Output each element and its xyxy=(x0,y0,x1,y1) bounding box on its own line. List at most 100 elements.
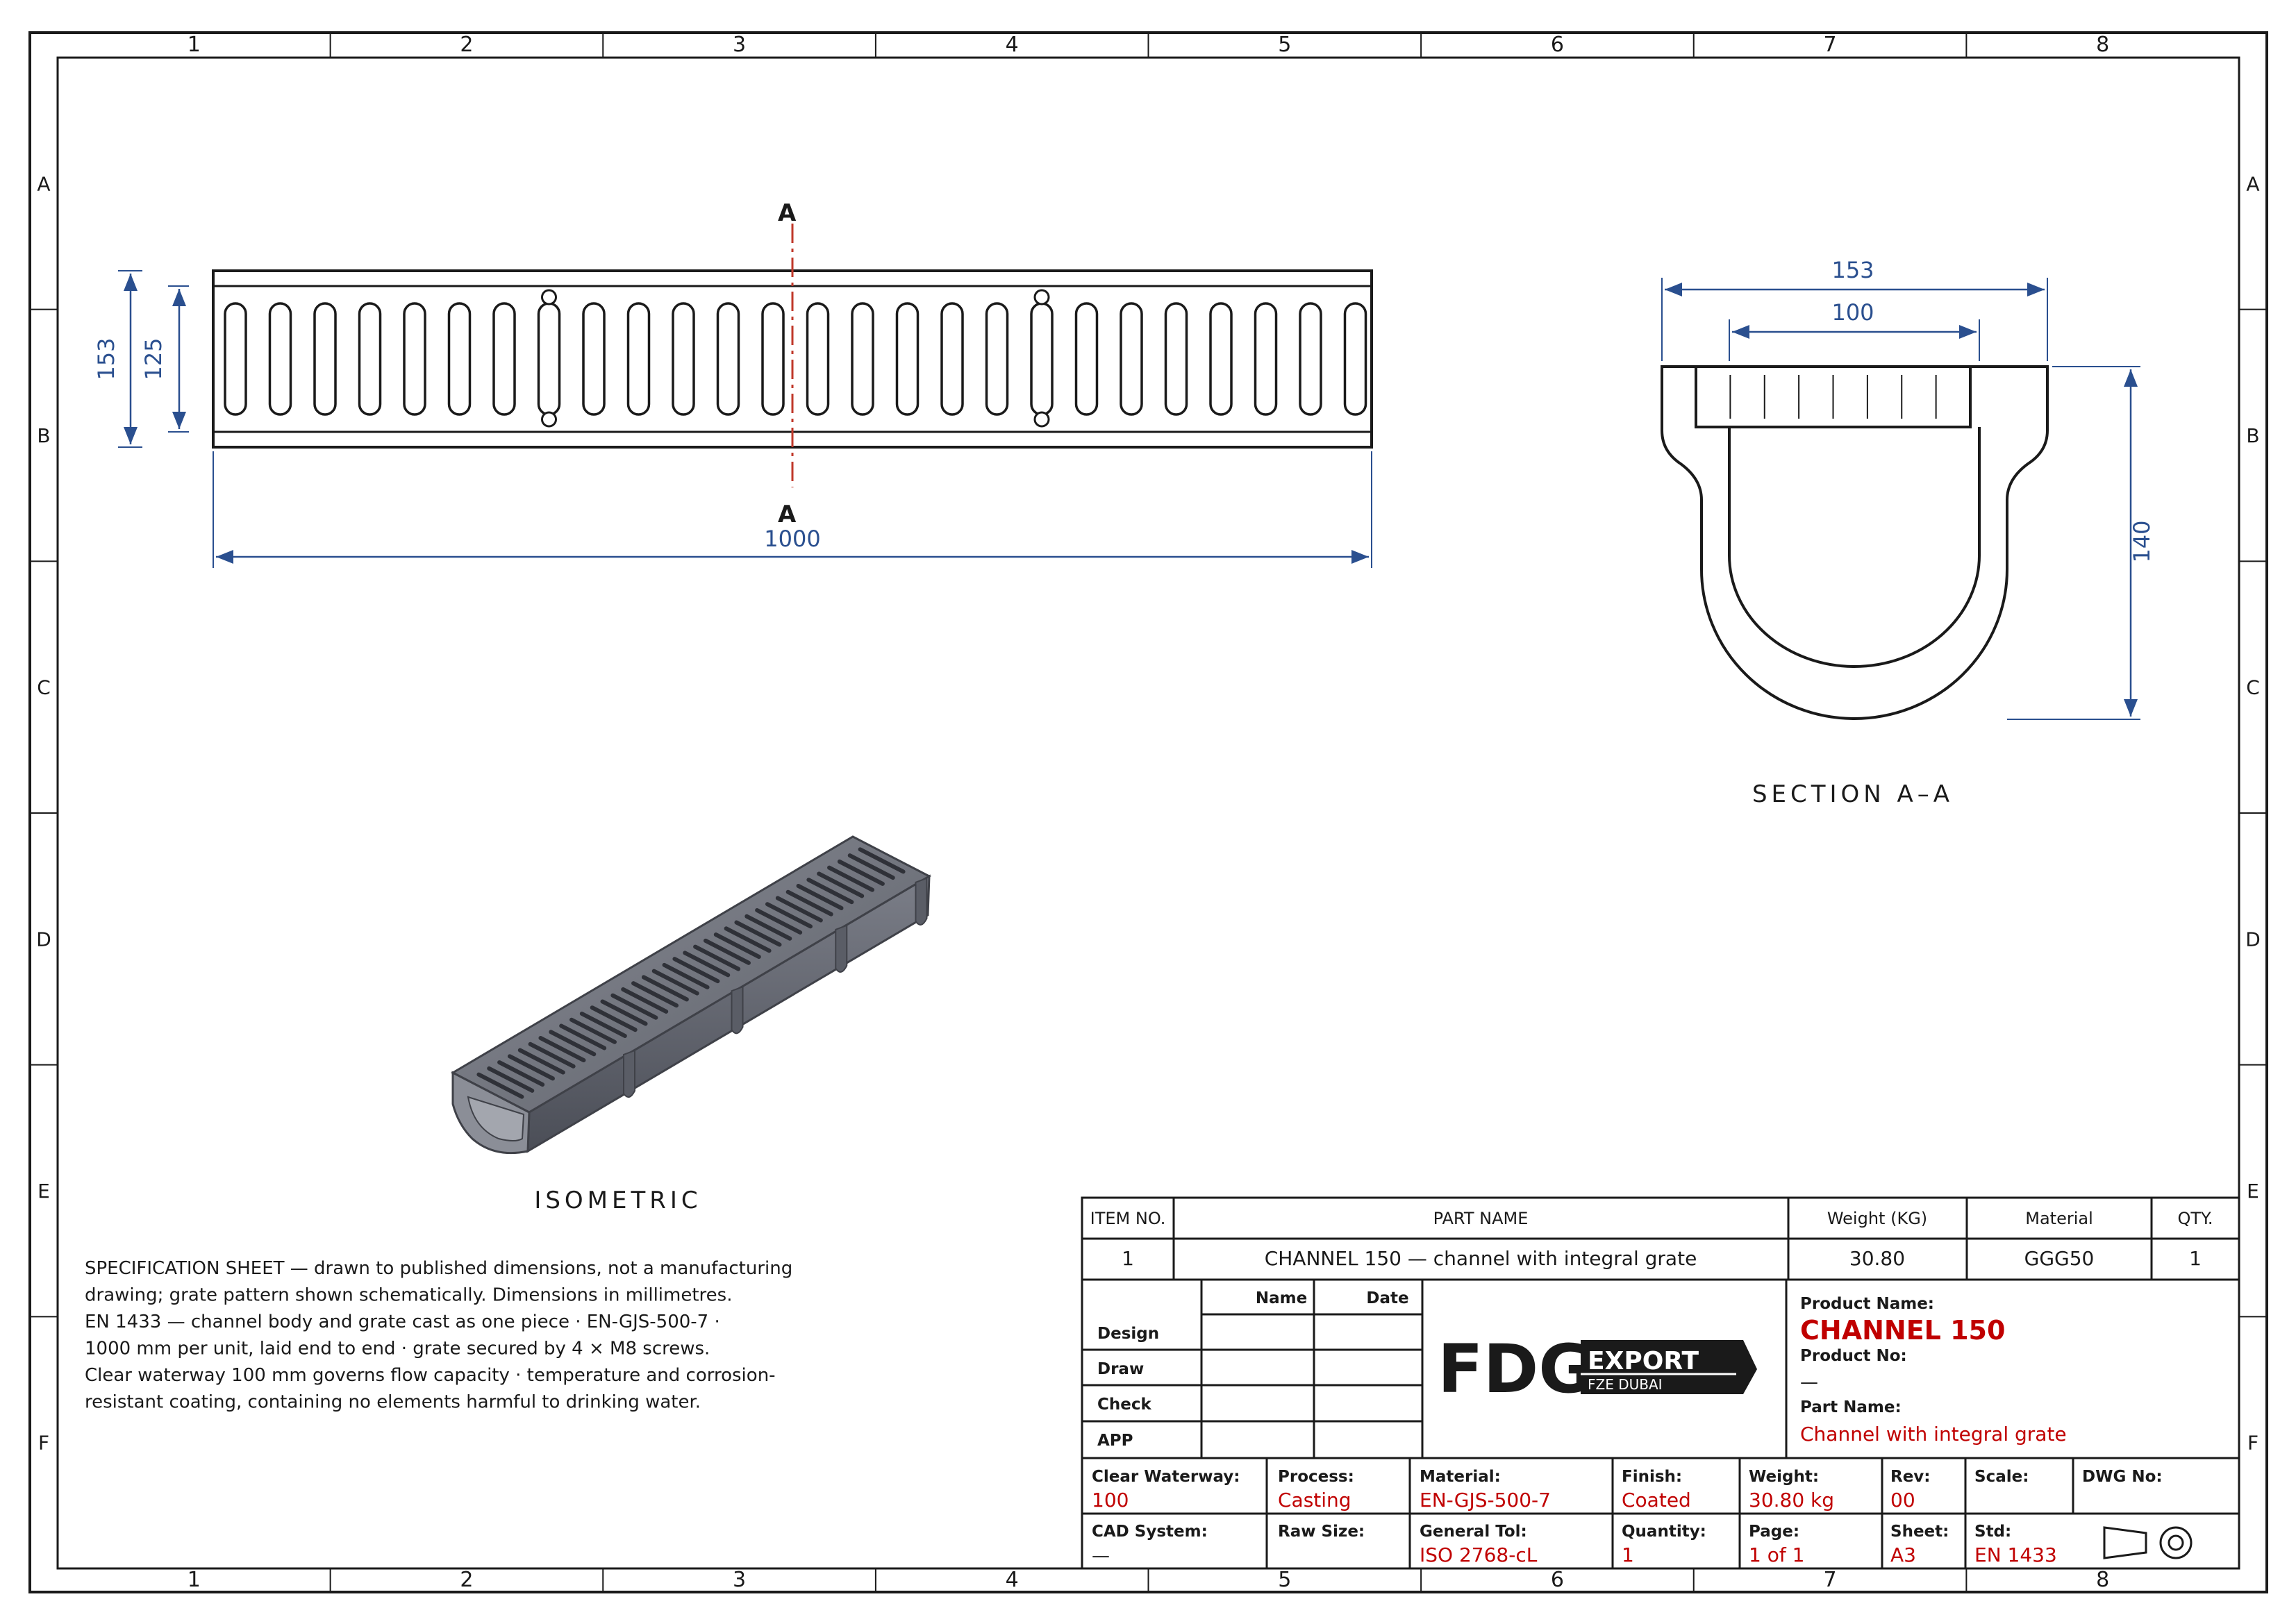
approval-col-name: Name xyxy=(1256,1289,1307,1307)
grate-slot xyxy=(224,302,247,416)
specification-notes: SPECIFICATION SHEET — drawn to published… xyxy=(85,1258,792,1413)
grate-slot xyxy=(1120,302,1143,416)
std-label: Std: xyxy=(1974,1523,2011,1541)
grate-slot xyxy=(940,302,964,416)
iso-slot xyxy=(713,932,761,960)
iso-rib xyxy=(731,985,744,1035)
grate-slot xyxy=(403,302,426,416)
note-line: drawing; grate pattern shown schematical… xyxy=(85,1285,732,1306)
zone-col-label-bottom: 4 xyxy=(1006,1568,1019,1592)
iso-slot xyxy=(683,951,731,978)
iso-slot xyxy=(837,859,885,886)
grate-slot xyxy=(895,302,920,416)
iso-slot xyxy=(817,871,865,898)
zone-col-label-top: 2 xyxy=(460,33,473,57)
zone-row-label-right: B xyxy=(2246,424,2259,447)
section-view: 153 100 140 SECTION A–A xyxy=(1661,257,2155,808)
zone-col-label-bottom: 7 xyxy=(1824,1568,1837,1592)
finish-label: Finish: xyxy=(1622,1468,1682,1486)
dim-overall-width: 153 xyxy=(93,337,119,380)
zone-col-label-bottom: 6 xyxy=(1551,1568,1564,1592)
bom-cell-material: GGG50 xyxy=(2024,1247,2095,1270)
iso-slot xyxy=(724,926,772,953)
iso-slot xyxy=(755,908,803,935)
bom-header-material: Material xyxy=(2025,1209,2093,1228)
grate-slot xyxy=(1074,302,1099,416)
quantity-label: Quantity: xyxy=(1622,1523,1706,1541)
zone-col-label-bottom: 1 xyxy=(188,1568,201,1592)
iso-channel-ribs xyxy=(623,877,928,1098)
iso-slot xyxy=(744,914,792,941)
bom-header-part-name: PART NAME xyxy=(1433,1209,1529,1228)
iso-slot xyxy=(796,883,844,910)
iso-slot xyxy=(569,1017,617,1044)
iso-rib xyxy=(915,877,928,926)
zone-col-label-top: 5 xyxy=(1278,33,1291,57)
grate-slot xyxy=(268,302,292,416)
iso-slot xyxy=(734,920,782,947)
company-logo: FDG EXPORT FZE DUBAI xyxy=(1438,1330,1757,1408)
sheet-value: A3 xyxy=(1890,1543,1916,1566)
grate-slot xyxy=(537,302,561,416)
approval-row-design: Design xyxy=(1097,1325,1159,1343)
iso-slot xyxy=(765,902,813,929)
grate-slot xyxy=(672,302,695,416)
zone-row-label-left: C xyxy=(37,676,51,699)
process-label: Process: xyxy=(1278,1468,1354,1486)
zone-row-label-right: C xyxy=(2246,676,2260,699)
grate-slot xyxy=(761,302,785,416)
grate-slot xyxy=(806,302,830,416)
dwg-no-label: DWG No: xyxy=(2082,1468,2163,1486)
iso-slot xyxy=(672,957,720,984)
logo-sub: FZE DUBAI xyxy=(1588,1376,1663,1393)
zone-col-label-top: 7 xyxy=(1824,33,1837,57)
zone-col-label-bottom: 2 xyxy=(460,1568,473,1592)
rev-label: Rev: xyxy=(1890,1468,1931,1486)
page-label: Page: xyxy=(1749,1523,1799,1541)
approval-row-check: Check xyxy=(1097,1396,1151,1414)
iso-grate-slots xyxy=(476,847,906,1099)
grate-slots xyxy=(224,289,1367,428)
grate-slot xyxy=(358,302,382,416)
iso-slot xyxy=(662,962,710,989)
fastener-hole xyxy=(1033,289,1050,305)
dim-height: 140 xyxy=(2129,520,2155,562)
zone-row-label-right: A xyxy=(2246,172,2259,195)
approval-row-app: APP xyxy=(1097,1432,1133,1450)
iso-rib xyxy=(835,924,848,973)
product-no: — xyxy=(1800,1372,1818,1393)
zone-col-label-bottom: 5 xyxy=(1278,1568,1291,1592)
zone-row-label-right: D xyxy=(2245,928,2261,951)
isometric-view: ISOMETRIC xyxy=(450,835,932,1214)
bom-cell-part-name: CHANNEL 150 — channel with integral grat… xyxy=(1265,1247,1697,1270)
iso-slot xyxy=(775,896,823,923)
title-block xyxy=(1081,1278,2240,1570)
bom-cell-weight: 30.80 xyxy=(1849,1247,1905,1270)
zone-row-label-left: D xyxy=(36,928,51,951)
iso-slot xyxy=(559,1023,607,1050)
grate-slot xyxy=(1343,302,1367,416)
grate-slot xyxy=(1164,302,1188,416)
isometric-title: ISOMETRIC xyxy=(534,1187,701,1214)
section-mark-bottom: A xyxy=(778,501,797,528)
grate-slot xyxy=(1030,302,1054,416)
product-name-label: Product Name: xyxy=(1800,1295,1934,1313)
clear-waterway-value: 100 xyxy=(1092,1489,1129,1512)
zone-row-label-right: E xyxy=(2247,1180,2259,1203)
iso-slot xyxy=(538,1036,586,1063)
page-value: 1 of 1 xyxy=(1749,1543,1804,1566)
part-name-label: Part Name: xyxy=(1800,1398,1902,1416)
grate-slot xyxy=(851,302,874,416)
iso-slot xyxy=(528,1041,576,1069)
channel-waterway xyxy=(1728,427,1981,668)
general-tol-label: General Tol: xyxy=(1420,1523,1527,1541)
section-mark-top: A xyxy=(778,199,797,227)
fastener-hole xyxy=(541,289,557,305)
grate-slot xyxy=(582,302,606,416)
clear-waterway-label: Clear Waterway: xyxy=(1092,1468,1240,1486)
general-tol-value: ISO 2768-cL xyxy=(1420,1543,1538,1566)
iso-slot xyxy=(517,1048,565,1075)
fastener-hole xyxy=(541,411,557,428)
